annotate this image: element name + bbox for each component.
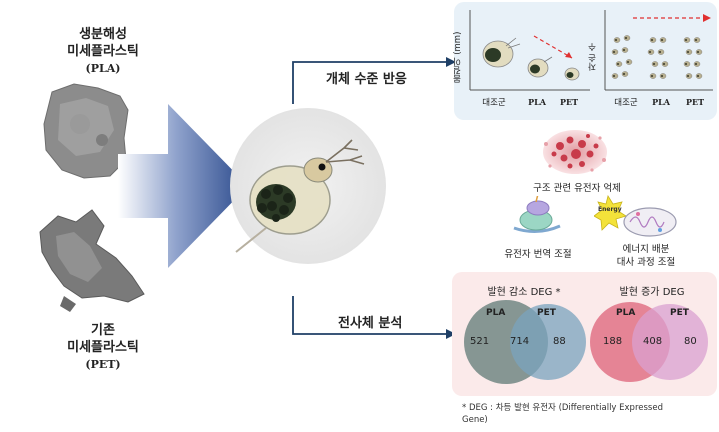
branch-line-top (292, 61, 452, 104)
decrease-arrowhead (565, 52, 572, 58)
offspring-ylabel: 자손 수 (588, 42, 598, 72)
venn-down-pet-only: 88 (553, 336, 566, 347)
body-length-cat-control: 대조군 (482, 98, 506, 108)
offspring-cat-pet: PET (685, 97, 705, 107)
individual-level-label: 개체 수준 반응 (326, 72, 407, 87)
offspring-cat-control: 대조군 (614, 98, 638, 108)
gene-cluster-icon (543, 130, 607, 174)
big-arrow (118, 104, 248, 268)
pla-code: (PLA) (85, 62, 121, 75)
venn-up-pla-label: PLA (616, 308, 636, 318)
offspring-cat-pla: PLA (652, 97, 670, 107)
structure-gene-label: 구조 관련 유전자 억제 (533, 183, 621, 194)
venn-up-overlap: 408 (643, 336, 663, 347)
deg-footnote: * DEG : 차등 발현 유전자 (Differentially Expres… (462, 403, 663, 425)
offspring-icons (611, 35, 703, 79)
increase-arrowhead (703, 14, 711, 22)
energy-label: 에너지 배분 대사 과정 조절 (616, 244, 676, 268)
body-length-chart (469, 10, 590, 91)
energy-icon-text: Energy (598, 206, 622, 213)
branch-line-bottom (292, 296, 452, 335)
venn-down-pet-label: PET (537, 308, 556, 318)
daphnia-large-icon (482, 37, 521, 68)
venn-up-title: 발현 증가 DEG (619, 287, 685, 298)
pet-label: 기존 미세플라스틱 (67, 323, 139, 355)
venn-down-overlap: 714 (510, 336, 530, 347)
ribosome-icon (513, 196, 561, 233)
translation-label: 유전자 번역 조절 (504, 249, 572, 260)
venn-up-pet-only: 80 (684, 336, 697, 347)
daphnia-illustration (235, 139, 365, 253)
body-length-cat-pet: PET (559, 97, 579, 107)
pet-code: (PET) (85, 358, 121, 371)
venn-down-pla-only: 521 (470, 336, 490, 347)
body-length-ylabel: 몸길이 (mm) (453, 31, 463, 83)
transcriptome-label: 전사체 분석 (338, 316, 403, 331)
body-length-cat-pla: PLA (528, 97, 546, 107)
offspring-chart (604, 10, 713, 91)
venn-diagrams (464, 300, 708, 384)
daphnia-small-icon (564, 67, 580, 81)
venn-up-pet-circle (632, 304, 708, 380)
venn-down-pla-label: PLA (486, 308, 506, 318)
venn-up-pla-only: 188 (603, 336, 623, 347)
venn-down-pet-circle (510, 304, 586, 380)
venn-down-title: 발현 감소 DEG * (487, 287, 561, 298)
daphnia-medium-icon (527, 56, 553, 78)
energy-mitochondria-icon (594, 194, 677, 237)
pla-label: 생분해성 미세플라스틱 (67, 27, 139, 59)
venn-up-pet-label: PET (670, 308, 689, 318)
